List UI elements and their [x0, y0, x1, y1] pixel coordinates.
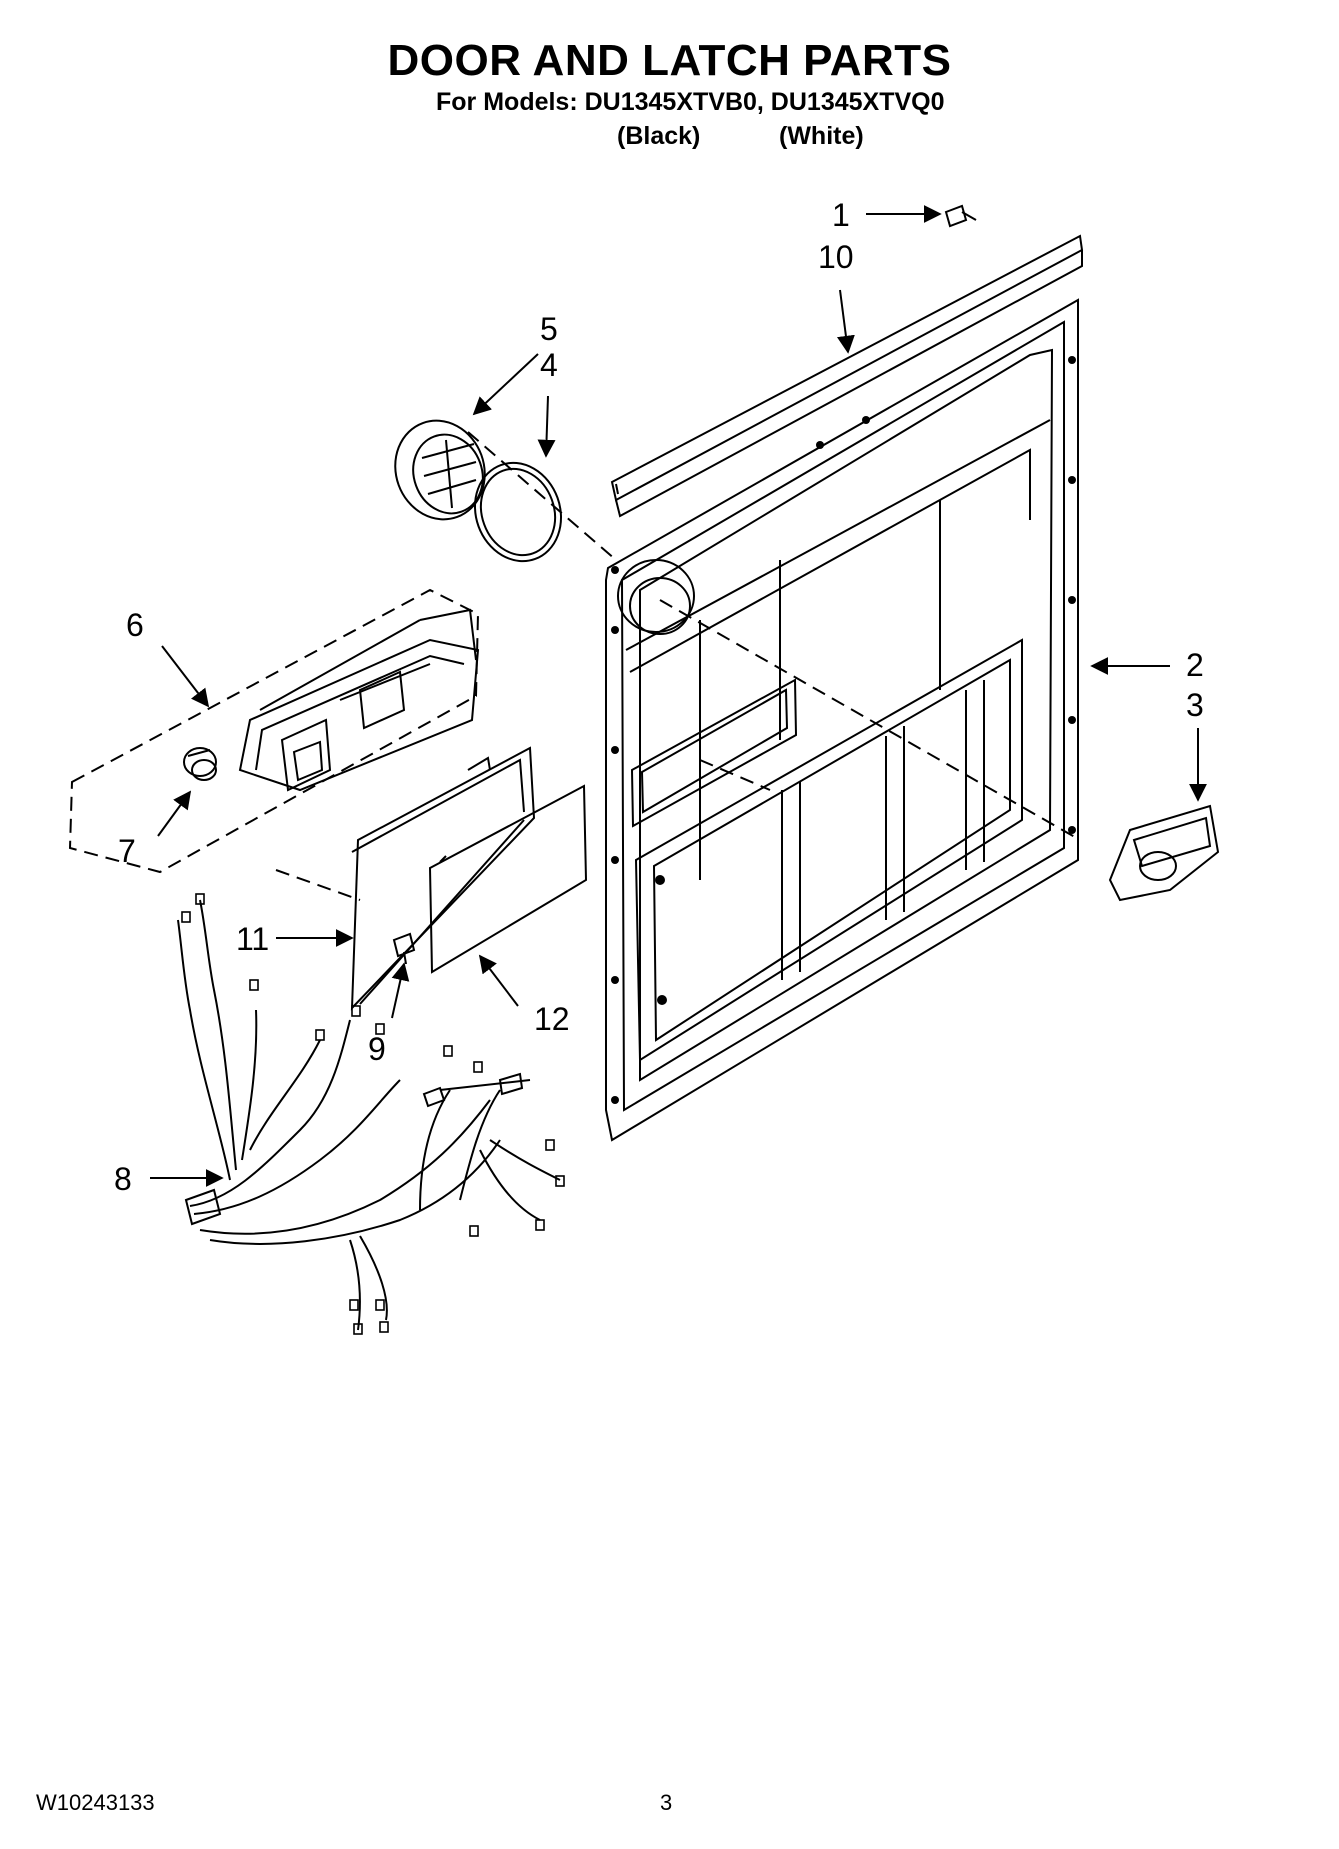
vent-cover [394, 419, 486, 521]
control-board [428, 784, 588, 974]
page-number: 3 [660, 1790, 673, 1815]
document-number: W10243133 [36, 1790, 155, 1815]
callout-11: 11 [236, 921, 269, 957]
callout-8: 8 [114, 1161, 132, 1197]
callout-12: 12 [534, 1001, 570, 1037]
callout-arrows [150, 205, 1207, 1187]
callout-9: 9 [368, 1031, 386, 1067]
variant-black-label: (Black) [617, 122, 701, 150]
assembly-lines [275, 431, 1081, 901]
dispenser-group-outline [68, 588, 480, 874]
callout-2: 2 [1186, 647, 1204, 683]
screw-part-1 [944, 204, 977, 228]
top-trim-strip [610, 234, 1084, 518]
models-line: For Models: DU1345XTVB0, DU1345XTVQ0 [436, 88, 945, 116]
callout-6: 6 [126, 607, 144, 643]
dispenser-knob [183, 747, 217, 781]
callout-10: 10 [818, 239, 854, 275]
vent-gasket [473, 461, 563, 563]
wire-harness [177, 893, 565, 1335]
callout-3: 3 [1186, 687, 1204, 723]
control-board-bracket [350, 746, 536, 1011]
inner-door-panel [605, 298, 1079, 1142]
variant-white-label: (White) [779, 122, 864, 150]
screw-part-9 [392, 932, 416, 965]
door-latch [1108, 804, 1220, 902]
callout-5: 5 [540, 311, 558, 347]
dispenser-assembly [238, 608, 480, 792]
page-title: DOOR AND LATCH PARTS [387, 36, 952, 85]
callout-1: 1 [832, 197, 850, 233]
callout-4: 4 [540, 347, 558, 383]
callout-7: 7 [118, 833, 136, 869]
